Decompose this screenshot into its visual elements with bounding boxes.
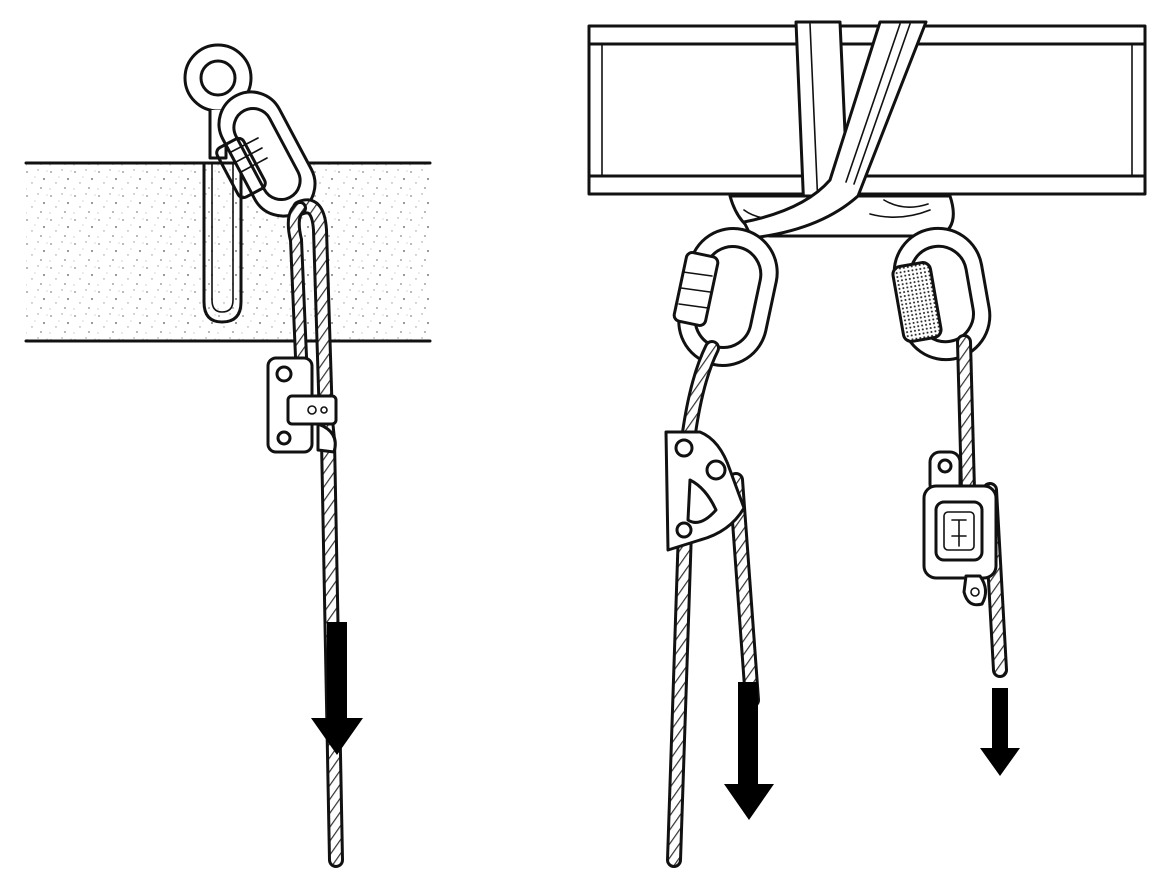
down-arrow-icon xyxy=(311,622,363,755)
carabiner-right-icon xyxy=(891,226,992,362)
rope-clamp-right-icon xyxy=(664,430,746,552)
beam-anchor-panel xyxy=(587,20,1147,868)
down-arrow-left-icon xyxy=(724,682,774,820)
fall-arrester-icon xyxy=(922,450,998,607)
concrete-slab xyxy=(24,161,432,343)
rope-clamp-icon xyxy=(266,356,338,454)
concrete-anchor-panel xyxy=(24,43,432,868)
down-arrow-right-icon xyxy=(980,688,1020,776)
carabiner-left-icon xyxy=(672,227,779,367)
sling-icon xyxy=(728,20,955,240)
anchor-hole xyxy=(202,161,243,324)
